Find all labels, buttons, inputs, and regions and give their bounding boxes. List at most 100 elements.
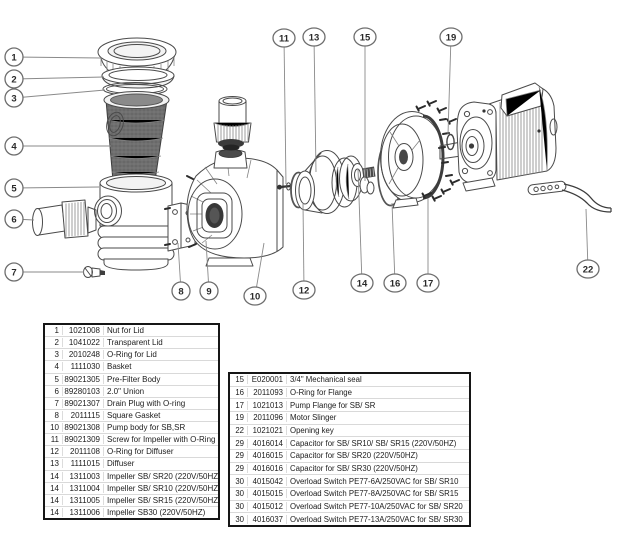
part-desc: Impeller SB/ SR20 (220V/50HZ) — [107, 471, 218, 481]
part-no: 15 — [230, 375, 248, 385]
leader-line-19 — [447, 36, 452, 135]
svg-text:16: 16 — [390, 278, 401, 289]
leader-line-13 — [313, 36, 317, 173]
part-code: 4016016 — [248, 464, 287, 474]
svg-text:13: 13 — [309, 32, 320, 43]
leader-line-2 — [13, 76, 105, 80]
part-code: 89021305 — [63, 374, 104, 384]
part-code: 1111030 — [63, 362, 104, 372]
part-code: 1311003 — [63, 471, 104, 481]
part-no: 2 — [45, 338, 63, 348]
part-no: 14 — [45, 471, 63, 481]
part-code: 1041022 — [63, 338, 104, 348]
part-desc: O-Ring for Flange — [290, 388, 352, 397]
part-no: 13 — [45, 459, 63, 469]
part-code: 4015012 — [248, 502, 287, 512]
part-code: 4016014 — [248, 438, 287, 448]
part-desc: Capacitor for SB/ SR10/ SB/ SR15 (220V/5… — [290, 438, 457, 448]
balloon-3: 3 — [4, 88, 24, 108]
part-no: 29 — [230, 451, 248, 461]
part-no: 5 — [45, 374, 63, 384]
diffuser — [295, 150, 345, 214]
part-code: 4015042 — [248, 476, 287, 486]
opening-key — [527, 180, 612, 213]
balloon-15: 15 — [353, 27, 377, 47]
part-code: 89021308 — [63, 423, 104, 433]
leader-line-22 — [585, 208, 589, 270]
svg-text:7: 7 — [11, 267, 16, 278]
part-no: 4 — [45, 362, 63, 372]
part-no: 10 — [45, 423, 63, 433]
part-code: 4016015 — [248, 451, 287, 461]
part-code: 1021008 — [63, 326, 104, 336]
part-no: 30 — [230, 476, 248, 486]
part-code: E020001 — [248, 375, 287, 385]
svg-text:11: 11 — [279, 33, 290, 44]
balloon-11: 11 — [272, 28, 296, 48]
svg-text:9: 9 — [206, 286, 211, 297]
part-code: 4016037 — [248, 514, 287, 524]
part-no: 30 — [230, 489, 248, 499]
svg-text:2: 2 — [11, 74, 16, 85]
balloon-12: 12 — [292, 280, 316, 300]
part-code: 2010248 — [63, 350, 104, 360]
part-code: 2011115 — [63, 410, 104, 420]
part-desc: Impeller SB/ SR10 (220V/50HZ) — [107, 483, 218, 493]
part-desc: 3/4" Mechanical seal — [290, 375, 362, 385]
balloon-6: 6 — [4, 209, 24, 229]
part-no: 12 — [45, 447, 63, 457]
part-code: 2011096 — [248, 413, 287, 423]
leader-line-1 — [13, 56, 102, 59]
part-desc: Impeller SB30 (220V/50HZ) — [107, 507, 206, 517]
part-no: 14 — [45, 495, 63, 505]
motor-slinger — [446, 133, 455, 151]
part-desc: Capacitor for SB/ SR30 (220V/50HZ) — [290, 464, 418, 474]
leader-line-12 — [302, 202, 305, 291]
part-desc: Diffuser — [107, 459, 135, 469]
part-desc: Capacitor for SB/ SR20 (220V/50HZ) — [290, 451, 418, 461]
balloon-19: 19 — [439, 27, 463, 47]
part-desc: Transparent Lid — [107, 338, 163, 348]
part-desc: Screw for Impeller with O-Ring — [107, 435, 216, 445]
part-no: 6 — [45, 386, 63, 396]
balloon-10: 10 — [243, 286, 267, 306]
part-desc: Opening key — [290, 426, 334, 436]
balloon-7: 7 — [4, 262, 24, 282]
filter-basket — [103, 91, 170, 182]
leader-line-5 — [13, 186, 100, 189]
part-desc: Overload Switch PE77-10A/250VAC for SB/ … — [290, 502, 463, 512]
svg-text:12: 12 — [299, 285, 310, 296]
svg-text:19: 19 — [446, 32, 457, 43]
transparent-lid — [101, 66, 175, 89]
part-code: 89021307 — [63, 398, 104, 408]
svg-text:22: 22 — [583, 264, 594, 275]
part-code: 89021309 — [63, 435, 104, 445]
part-no: 3 — [45, 350, 63, 360]
part-code: 89280103 — [63, 386, 104, 396]
pump-flange — [380, 111, 445, 209]
motor — [439, 82, 558, 192]
part-desc: Overload Switch PE77-6A/250VAC for SB/ S… — [290, 476, 459, 486]
svg-text:1: 1 — [11, 52, 17, 63]
part-desc: Square Gasket — [107, 410, 161, 420]
